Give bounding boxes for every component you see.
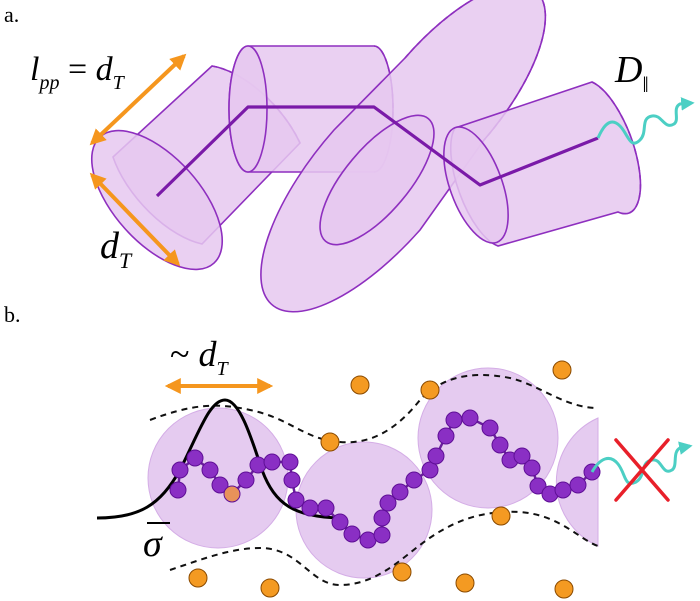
blob-width-label: ~ dT — [170, 334, 229, 380]
panel-b-label: b. — [4, 302, 21, 327]
transverse-distribution-curve — [96, 398, 341, 520]
lpp-length-arrow — [89, 53, 187, 146]
diffusion-wiggle-arrow-a — [596, 97, 695, 145]
sigma-label: σ — [143, 523, 163, 565]
tube-segment-3 — [260, 0, 547, 313]
parallel-diffusion-label: D‖ — [614, 49, 649, 97]
tube-diameter-arrow — [89, 172, 181, 267]
lpp-equals-dT-label: lpp = dT — [30, 51, 126, 94]
bead-chain — [169, 409, 601, 549]
obstacle-particles — [188, 360, 574, 599]
tube-segments — [90, 0, 642, 313]
correlation-blobs — [147, 367, 599, 579]
panel-a-label: a. — [4, 2, 19, 27]
primitive-path-backbone — [155, 105, 599, 198]
blob-3 — [417, 367, 559, 509]
forbidden-cross-icon — [614, 438, 670, 502]
tube-segment-4 — [443, 81, 642, 247]
diffusion-wiggle-arrow-b — [590, 441, 693, 485]
tube-diameter-label: dT — [100, 225, 133, 273]
tube-lower-boundary — [169, 510, 599, 587]
